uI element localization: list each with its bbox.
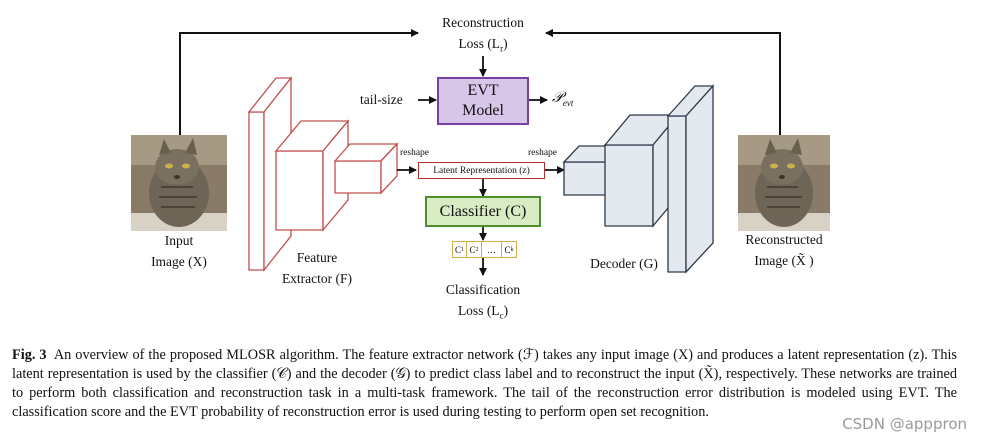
caption-text: An overview of the proposed MLOSR algori…: [12, 347, 958, 420]
input-image-label: Input Image (X): [151, 233, 207, 269]
reconstructed-image: [738, 135, 830, 231]
tail-size-label: tail-size: [360, 92, 403, 107]
feedback-arrow-left: [179, 29, 419, 135]
input-image: [131, 135, 227, 231]
p-evt-label: 𝒫evt: [552, 90, 574, 108]
watermark: CSDN @apppron: [842, 415, 967, 433]
diagram-canvas: [179, 29, 781, 276]
classification-loss-label: Classification Loss (Lc): [445, 282, 521, 321]
cat-image-icon: [131, 135, 227, 231]
feedback-arrow-right: [545, 29, 781, 135]
reconstruction-loss-label: Reconstruction Loss (Lr): [442, 15, 524, 54]
decoder-label: Decoder (G): [590, 256, 658, 271]
classifier-box: Classifier (C): [425, 196, 541, 227]
feature-extractor-label: Feature Extractor (F): [281, 250, 353, 286]
figure-label: Fig. 3: [12, 347, 47, 363]
score-cell: …: [482, 241, 502, 258]
evt-model-box: EVT Model: [437, 77, 529, 125]
decoder-blocks: [562, 84, 715, 274]
cat-image-icon: [738, 135, 830, 231]
reconstructed-image-label: Reconstructed Image (X̃ ): [745, 232, 823, 268]
reshape-right-label: reshape: [528, 148, 558, 158]
feature-extractor-blocks: [247, 76, 399, 272]
latent-representation-box: Latent Representation (z): [418, 162, 545, 179]
figure-caption: Fig. 3 An overview of the proposed MLOSR…: [12, 346, 957, 422]
reshape-left-label: reshape: [400, 148, 430, 158]
